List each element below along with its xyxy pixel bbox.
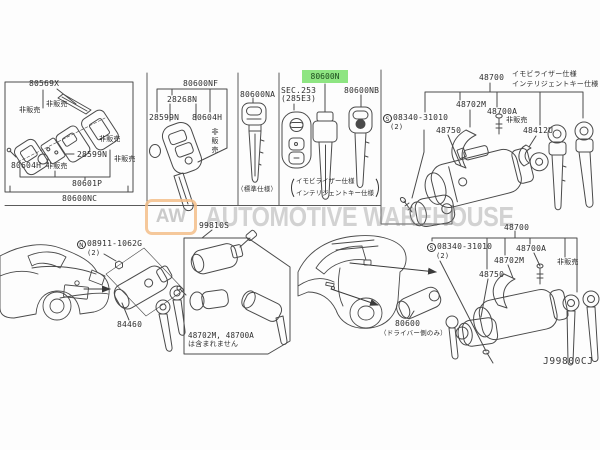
part-label-80600na: 80600NA — [240, 90, 276, 99]
not-sold-label: 非販売 — [557, 258, 579, 266]
part-label-48700a: 48700A — [516, 244, 547, 253]
immobilizer-spec-label: イモビライザー仕様 — [512, 70, 577, 78]
part-label-28599n: 28599N — [149, 113, 180, 122]
steering-lock-assembly-art — [399, 82, 594, 227]
spec-note-line1: イモビライザー仕様 — [296, 177, 355, 185]
driver-side-note: （ドライバー側のみ） — [380, 329, 447, 337]
kit-note-parts: 48702M, 48700A — [188, 331, 255, 340]
part-label-80600nf: 80600NF — [183, 79, 219, 88]
part-label-99810s: 99810S — [199, 221, 230, 230]
standard-spec-note: （標準仕様） — [237, 185, 278, 193]
paren-open: （ — [282, 177, 296, 201]
not-sold-label: 非販売 — [46, 162, 68, 170]
sec-ref-label: SEC.253 — [281, 86, 317, 95]
immobilizer-keys-art — [281, 83, 373, 200]
part-label-48750: 48750 — [479, 270, 505, 279]
screw-qty-label: (2) — [436, 252, 450, 260]
sec-ref-code: (285E3) — [281, 94, 317, 103]
part-label-48700: 48700 — [479, 73, 505, 82]
part-label-80600n: 80600N — [310, 72, 340, 81]
part-label-48700: 48700 — [504, 223, 530, 232]
rear-car-art — [0, 244, 110, 321]
diagram-code: J99800CJ — [543, 356, 594, 367]
part-label-80601p: 80601P — [72, 179, 103, 188]
paren-close: ） — [375, 177, 389, 201]
part-label-84460: 84460 — [117, 320, 143, 329]
intelligent-key-spec-label: インテリジェントキー仕様 — [512, 80, 599, 88]
not-sold-label: 非販売 — [506, 116, 528, 124]
not-sold-label: 非販売 — [99, 135, 121, 143]
part-label-48702m: 48702M — [494, 256, 525, 265]
door-ignition-lock-art — [330, 230, 600, 366]
lock-kit-box-art — [176, 229, 291, 355]
part-label-80569x: 80569X — [29, 79, 60, 88]
screw-symbol-icon: S — [427, 243, 436, 252]
part-label-48700a: 48700A — [487, 107, 518, 116]
nut-symbol-icon: N — [77, 240, 86, 249]
part-label-48750: 48750 — [436, 126, 462, 135]
standard-key-art — [241, 97, 267, 183]
part-label-48702m: 48702M — [456, 100, 487, 109]
trunk-lock-art — [83, 247, 186, 352]
not-sold-label: 非販売 — [46, 100, 68, 108]
part-label-28599n: 28599N — [77, 150, 108, 159]
nut-part-number: 08911-1062G — [87, 239, 143, 248]
part-label-28268n: 28268N — [167, 95, 198, 104]
part-label-80600nc: 80600NC — [62, 194, 98, 203]
kit-note-text: は含まれません — [188, 340, 239, 348]
not-sold-label: 非販売 — [211, 128, 219, 155]
screw-symbol-icon: S — [383, 114, 392, 123]
part-label-80604h: 80604H — [192, 113, 223, 122]
part-label-80600: 80600 — [395, 319, 421, 328]
part-label-80600nb: 80600NB — [344, 86, 380, 95]
spec-note-line2: インテリジェントキー仕様 — [296, 189, 375, 197]
nut-qty-label: (2) — [87, 249, 101, 257]
screw-qty-label: (2) — [390, 123, 404, 131]
highlighted-part-80600n: 80600N — [302, 70, 348, 83]
keyfob-art — [149, 88, 228, 212]
trunk-fob-exploded-art — [4, 81, 134, 193]
screw-part-number: 08340-31010 — [437, 242, 493, 251]
screw-part-number: 08340-31010 — [393, 113, 449, 122]
immobilizer-spec-note: （ イモビライザー仕様 インテリジェントキー仕様 ） — [281, 175, 389, 200]
part-label-48412u: 48412U — [523, 126, 554, 135]
not-sold-label: 非販売 — [114, 155, 136, 163]
not-sold-label: 非販売 — [19, 106, 41, 114]
front-car-art — [297, 235, 407, 329]
part-label-80604h: 80604H — [11, 161, 42, 170]
